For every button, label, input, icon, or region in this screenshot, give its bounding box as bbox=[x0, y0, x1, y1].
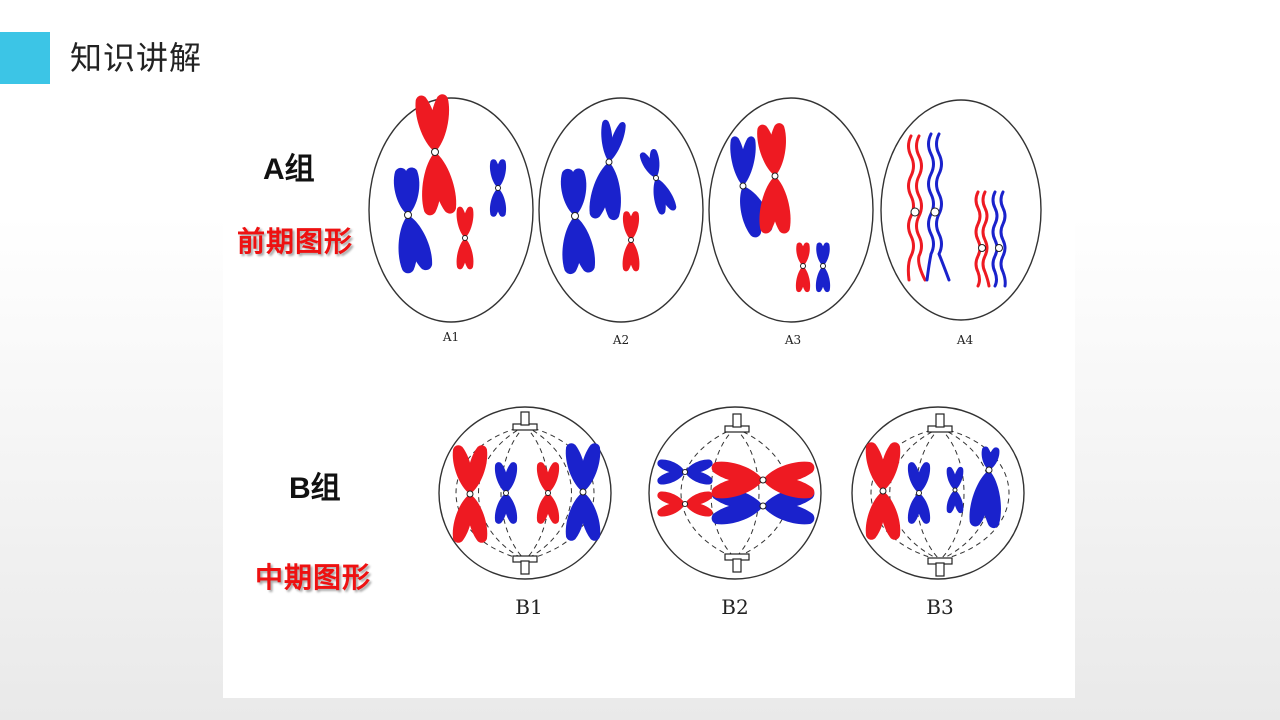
cell-a2: A2 bbox=[538, 97, 704, 347]
group-b-label: B组 bbox=[289, 472, 341, 505]
chromosome-figure: A1 bbox=[223, 88, 1075, 698]
caption-b1: B1 bbox=[515, 595, 542, 619]
group-a-phase-label: 前期图形 bbox=[237, 225, 354, 258]
caption-b3: B3 bbox=[926, 595, 953, 619]
group-a-label: A组 bbox=[263, 153, 315, 186]
cell-b3: B3 bbox=[851, 406, 1025, 619]
caption-a4: A4 bbox=[956, 333, 974, 347]
group-b-phase-label: 中期图形 bbox=[255, 561, 372, 594]
cell-a4: A4 bbox=[880, 99, 1042, 347]
caption-a1: A1 bbox=[442, 330, 459, 344]
cell-b1: B1 bbox=[438, 406, 612, 619]
cell-a1: A1 bbox=[368, 93, 534, 344]
caption-a3: A3 bbox=[784, 333, 801, 347]
figure-drawing: A1 bbox=[368, 93, 1042, 619]
caption-a2: A2 bbox=[612, 333, 629, 347]
cell-a3: A3 bbox=[708, 97, 874, 347]
page-title: 知识讲解 bbox=[70, 39, 203, 77]
cell-b2: B2 bbox=[648, 406, 822, 619]
title-accent-bar bbox=[0, 32, 50, 84]
caption-b2: B2 bbox=[721, 595, 748, 619]
